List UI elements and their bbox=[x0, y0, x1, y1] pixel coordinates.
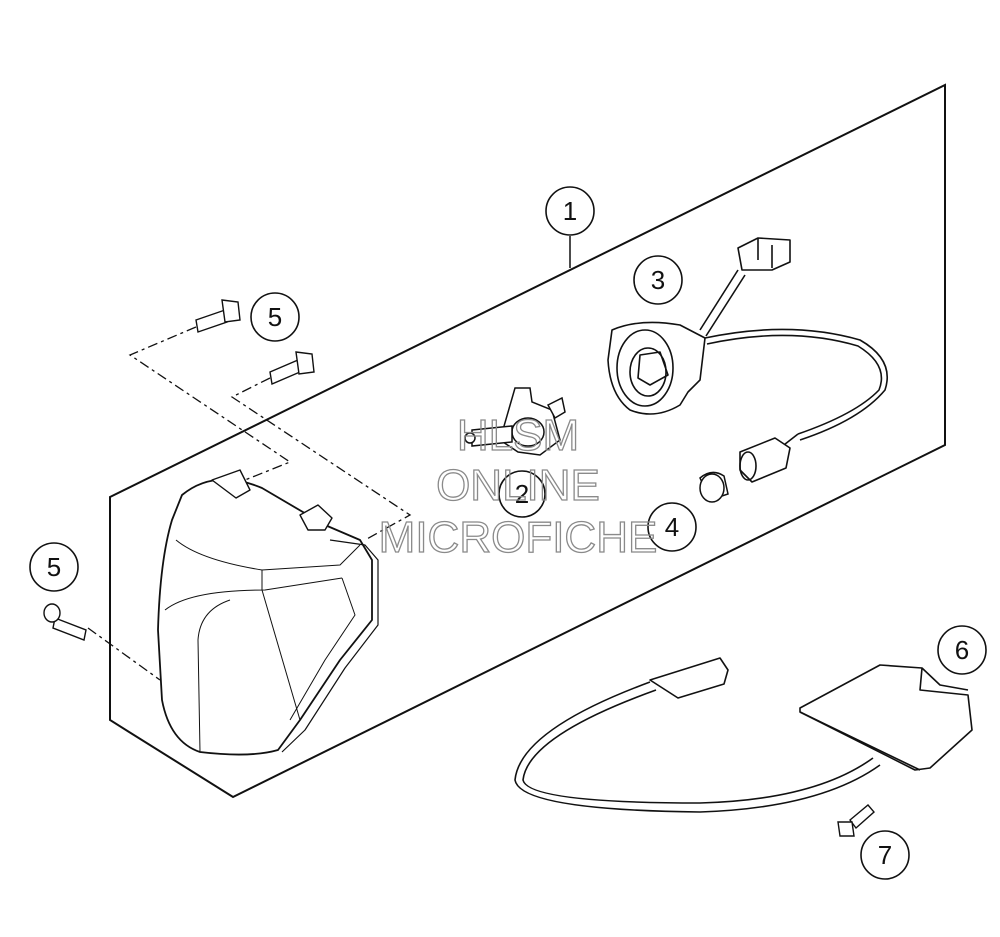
callout-6-label: 6 bbox=[955, 635, 969, 665]
callout-5-top-label: 5 bbox=[268, 302, 282, 332]
callout-3-label: 3 bbox=[651, 265, 665, 295]
callout-5-left-label: 5 bbox=[47, 552, 61, 582]
headlight-housing-icon[interactable] bbox=[157, 469, 379, 756]
assembly-frame bbox=[109, 83, 946, 799]
halogen-bulb-icon[interactable] bbox=[464, 387, 566, 456]
callout-2-label: 2 bbox=[515, 479, 529, 509]
bolt-icon[interactable] bbox=[43, 299, 315, 641]
bulb-socket-harness-icon[interactable] bbox=[607, 237, 889, 483]
callout-7[interactable]: 7 bbox=[860, 830, 910, 880]
callout-2[interactable]: 2 bbox=[498, 470, 546, 518]
callout-4[interactable]: 4 bbox=[647, 502, 697, 552]
watermark-line-2: ONLINE bbox=[436, 461, 600, 510]
watermark: HLSM ONLINE MICROFICHE bbox=[378, 410, 658, 562]
callout-6[interactable]: 6 bbox=[937, 625, 987, 675]
license-plate-light-icon[interactable] bbox=[514, 657, 973, 813]
callout-4-label: 4 bbox=[665, 512, 679, 542]
screw-icon[interactable] bbox=[837, 804, 875, 837]
fastener-leader-lines bbox=[87, 326, 412, 681]
callout-1-label: 1 bbox=[563, 196, 577, 226]
watermark-line-3: MICROFICHE bbox=[379, 513, 658, 562]
callout-3[interactable]: 3 bbox=[633, 255, 683, 305]
callout-7-label: 7 bbox=[878, 840, 892, 870]
watermark-line-1: HLSM bbox=[457, 411, 579, 460]
callout-5-top[interactable]: 5 bbox=[250, 292, 300, 342]
callout-1[interactable]: 1 bbox=[545, 186, 595, 268]
parking-bulb-icon[interactable] bbox=[699, 471, 729, 503]
callout-5-left[interactable]: 5 bbox=[29, 542, 79, 592]
